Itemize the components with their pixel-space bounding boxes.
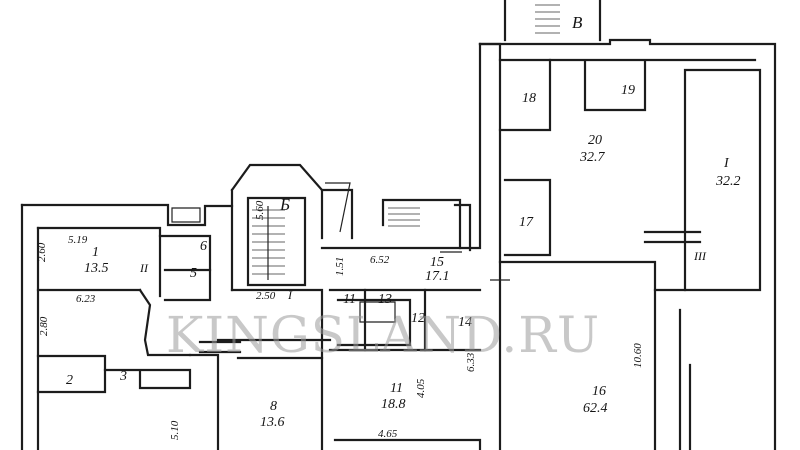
room-12-number: 12 xyxy=(411,311,425,326)
room-6-number: 6 xyxy=(200,239,207,254)
room-I-number: I xyxy=(723,156,730,171)
room-labels: 1 13.5 2 3 5 6 8 13.6 11 18.8 11 12 13 1… xyxy=(66,83,741,430)
dimension-label: 4.05 xyxy=(415,378,427,398)
dimension-label: 5.60 xyxy=(254,200,266,220)
dimension-label: 2.60 xyxy=(36,242,48,262)
room-1-number: 1 xyxy=(92,245,99,260)
room-11a-number: 11 xyxy=(343,292,356,307)
room-3-number: 3 xyxy=(119,369,127,384)
dimension-label: 5.10 xyxy=(169,420,181,440)
room-I-area: 32.2 xyxy=(715,174,741,189)
section-mark-3: III xyxy=(693,249,707,263)
dimension-label: 6.52 xyxy=(370,254,390,266)
room-18-number: 18 xyxy=(522,91,536,106)
room-14-number: 14 xyxy=(458,315,472,330)
section-marks: Б В I II III xyxy=(139,13,707,302)
room-11-area: 18.8 xyxy=(381,397,406,412)
dimension-label: 4.65 xyxy=(378,428,398,440)
room-11-number: 11 xyxy=(390,381,403,396)
dimension-label: 10.60 xyxy=(632,343,644,368)
stair-mark-v: В xyxy=(572,13,583,32)
dimension-label: 1.51 xyxy=(334,257,346,276)
room-1-area: 13.5 xyxy=(84,261,109,276)
room-20-number: 20 xyxy=(588,133,602,148)
dimension-label: 5.19 xyxy=(68,234,88,246)
watermark-text: KINGSLAND.RU xyxy=(166,306,600,364)
stairs xyxy=(171,4,702,354)
room-8-number: 8 xyxy=(270,399,277,414)
room-17-number: 17 xyxy=(519,215,534,230)
section-mark-1: I xyxy=(287,288,293,302)
dimension-label: 6.23 xyxy=(76,293,96,305)
stair-mark-b: Б xyxy=(279,195,290,214)
room-16-area: 62.4 xyxy=(583,401,608,416)
dimension-label: 2.50 xyxy=(256,290,276,302)
walls xyxy=(20,0,777,450)
room-2-number: 2 xyxy=(66,373,73,388)
room-15-number: 15 xyxy=(430,255,444,270)
room-13-number: 13 xyxy=(378,292,392,307)
dimension-label: 6.33 xyxy=(465,352,477,372)
dimension-label: 2.80 xyxy=(38,316,50,336)
room-5-number: 5 xyxy=(190,266,197,281)
room-19-number: 19 xyxy=(621,83,635,98)
room-20-area: 32.7 xyxy=(579,150,606,165)
room-15-area: 17.1 xyxy=(425,269,450,284)
room-16-number: 16 xyxy=(592,384,606,399)
room-8-area: 13.6 xyxy=(260,415,285,430)
section-mark-2: II xyxy=(139,261,149,275)
dimension-labels: 5.19 2.60 6.23 2.80 5.60 2.50 1.51 6.52 … xyxy=(36,200,644,440)
